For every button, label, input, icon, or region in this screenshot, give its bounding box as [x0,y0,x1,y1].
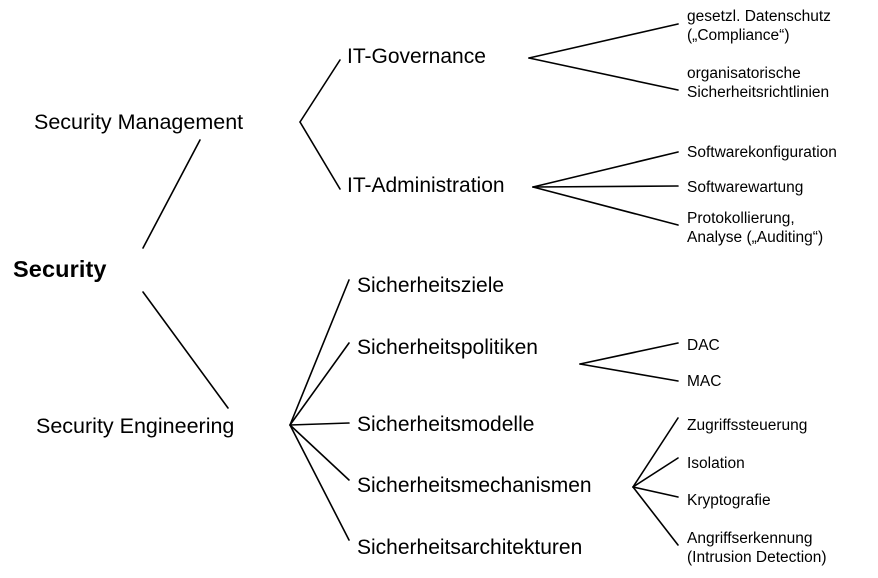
node-angriffserkennung-line1: Angriffserkennung [687,530,813,547]
node-security-management[interactable]: Security Management [34,110,244,134]
node-it-governance[interactable]: IT-Governance [347,45,486,68]
edge-se-to-sicherheitsziele [289,279,350,426]
node-kryptografie[interactable]: Kryptografie [687,492,771,509]
edge-politiken-to-mac [579,363,679,382]
edge-itgov-to-sicherheitsrichtlinien [528,57,679,91]
edge-root-to-security-engineering [142,291,229,409]
node-protokollierung-analyse[interactable]: Protokollierung, Analyse („Auditing“) [687,209,823,247]
edge-itadmin-to-softwarewartung [532,185,679,188]
node-sicherheitsmodelle[interactable]: Sicherheitsmodelle [357,413,535,436]
edge-root-to-security-management [142,139,201,249]
node-security-root[interactable]: Security [13,256,107,282]
edge-itadmin-to-protokollierung [532,186,679,226]
edge-se-to-sicherheitsmechanismen [289,424,350,481]
node-gesetzlicher-datenschutz-line2: („Compliance“) [687,27,790,45]
edge-se-to-sicherheitsarchitekturen [289,424,350,541]
edge-sm-to-it-governance [299,59,341,123]
edge-politiken-to-dac [579,342,679,365]
edge-se-to-sicherheitspolitiken [289,342,350,426]
node-softwarekonfiguration[interactable]: Softwarekonfiguration [687,144,837,161]
edge-mechanismen-to-zugriffssteuerung [632,417,679,488]
node-angriffserkennung-line2: (Intrusion Detection) [687,549,827,567]
node-isolation[interactable]: Isolation [687,455,745,472]
node-sicherheitspolitiken[interactable]: Sicherheitspolitiken [357,336,538,359]
node-protokollierung-analyse-line1: Protokollierung, [687,210,795,227]
node-zugriffssteuerung[interactable]: Zugriffssteuerung [687,417,808,434]
edge-se-to-sicherheitsmodelle [289,422,350,426]
node-protokollierung-analyse-line2: Analyse („Auditing“) [687,229,824,247]
edge-itgov-to-datenschutz [528,23,679,59]
node-it-administration[interactable]: IT-Administration [347,174,505,197]
edge-itadmin-to-softwarekonfiguration [532,151,679,188]
node-sicherheitsmechanismen[interactable]: Sicherheitsmechanismen [357,474,592,497]
node-organisatorische-sicherheitsrichtlinien[interactable]: organisatorische Sicherheitsrichtlinien [687,64,829,102]
node-security-engineering[interactable]: Security Engineering [36,414,235,438]
node-sicherheitsziele[interactable]: Sicherheitsziele [357,274,505,297]
node-organisatorische-sicherheitsrichtlinien-line2: Sicherheitsrichtlinien [687,84,830,102]
node-angriffserkennung[interactable]: Angriffserkennung (Intrusion Detection) [687,529,827,567]
edge-mechanismen-to-angriffserkennung [632,486,679,546]
node-organisatorische-sicherheitsrichtlinien-line1: organisatorische [687,65,801,82]
edge-mechanismen-to-isolation [632,457,679,488]
node-sicherheitsarchitekturen[interactable]: Sicherheitsarchitekturen [357,536,583,559]
node-mac[interactable]: MAC [687,373,722,390]
edge-sm-to-it-administration [299,121,341,190]
node-softwarewartung[interactable]: Softwarewartung [687,179,804,196]
node-gesetzlicher-datenschutz[interactable]: gesetzl. Datenschutz („Compliance“) [687,7,831,45]
node-dac[interactable]: DAC [687,337,720,354]
node-gesetzlicher-datenschutz-line1: gesetzl. Datenschutz [687,8,831,25]
edge-mechanismen-to-kryptografie [632,486,679,498]
